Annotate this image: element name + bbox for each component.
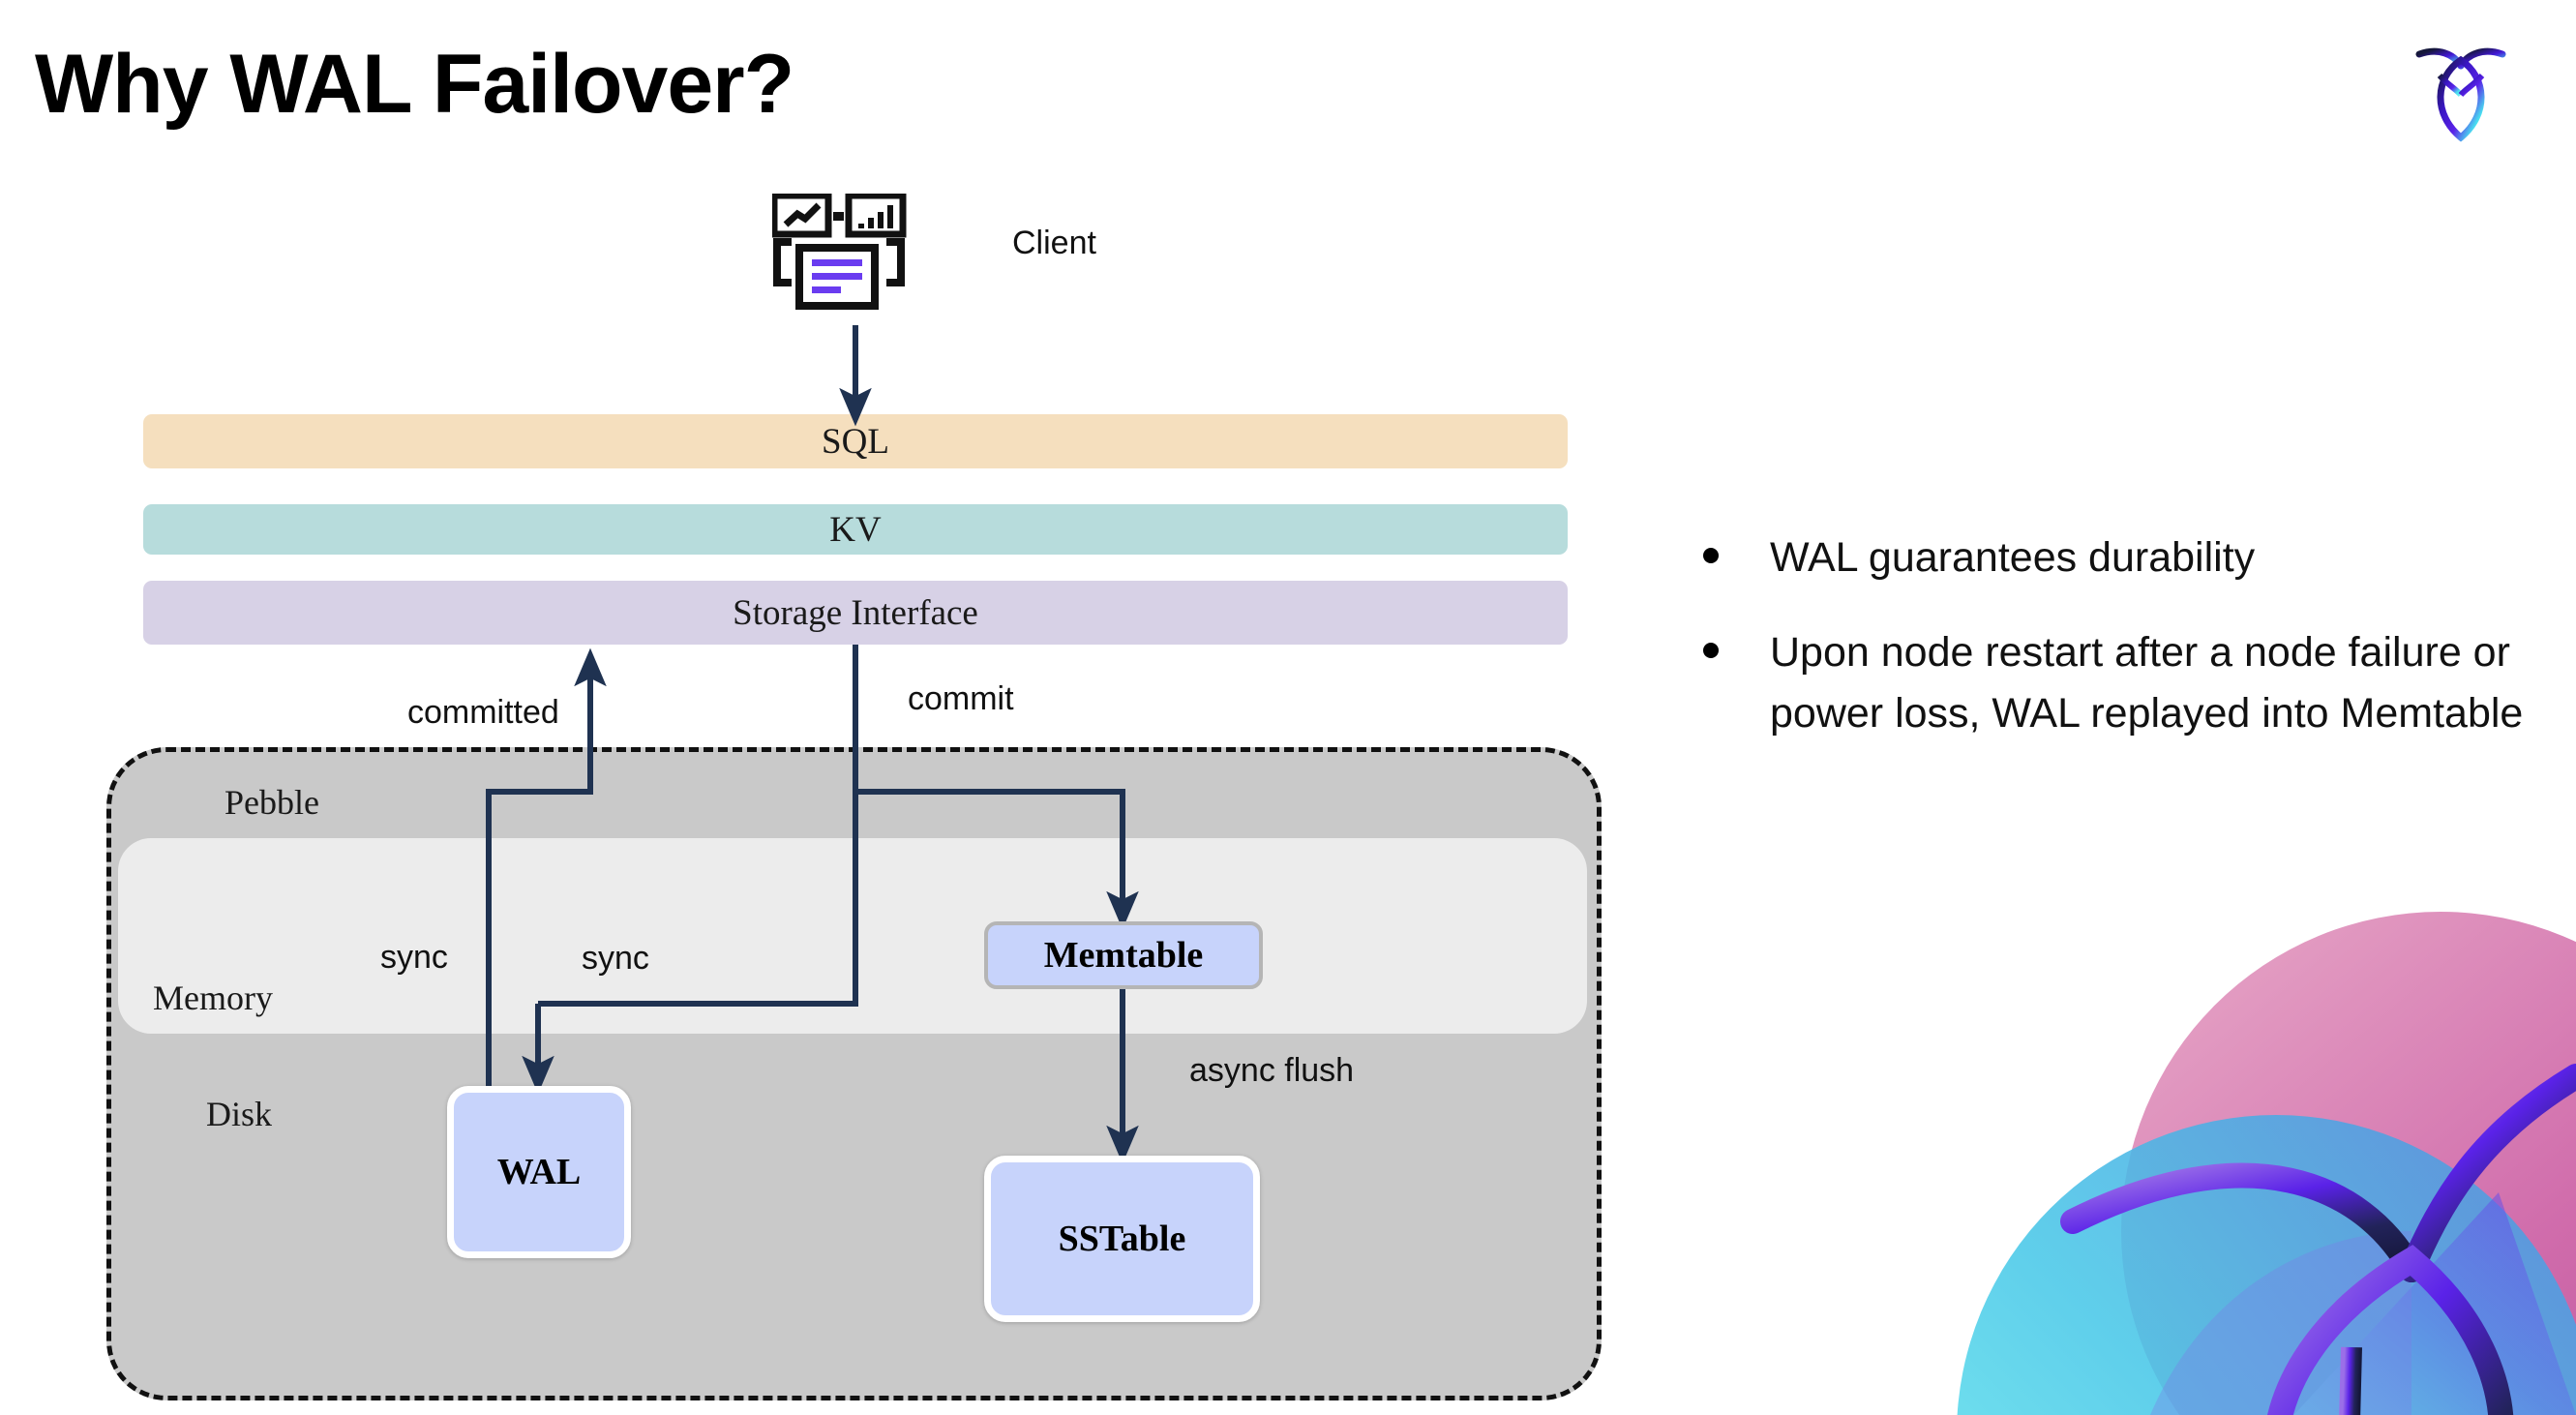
connector-label-sync-return: sync	[380, 939, 448, 976]
connector-label-sync-wal: sync	[582, 940, 649, 977]
disk-label: Disk	[206, 1095, 273, 1133]
node-wal: WAL	[447, 1086, 631, 1258]
bullet-text: Upon node restart after a node failure o…	[1770, 629, 2524, 737]
page-title: Why WAL Failover?	[35, 38, 794, 131]
client-dashboard-icon	[770, 192, 927, 324]
connector-label-committed: committed	[407, 694, 559, 731]
node-sstable: SSTable	[984, 1156, 1260, 1322]
client-label: Client	[1012, 225, 1096, 261]
bullet-list: WAL guarantees durability Upon node rest…	[1703, 527, 2535, 778]
bullet-dot-icon	[1703, 643, 1719, 659]
list-item: WAL guarantees durability	[1703, 527, 2535, 587]
connector-label-async-flush: async flush	[1189, 1052, 1355, 1089]
pebble-label: Pebble	[225, 783, 319, 822]
connector-label-commit: commit	[908, 680, 1014, 717]
memory-region	[118, 838, 1587, 1034]
list-item: Upon node restart after a node failure o…	[1703, 622, 2535, 743]
cockroach-labs-logo-icon	[2408, 31, 2514, 143]
bullet-dot-icon	[1703, 548, 1719, 563]
bullet-text: WAL guarantees durability	[1770, 534, 2256, 581]
stack-layer-sql: SQL	[143, 414, 1568, 468]
decorative-logo-graphic	[1957, 912, 2576, 1415]
stack-layer-storage-interface: Storage Interface	[143, 581, 1568, 645]
stack-layer-kv: KV	[143, 504, 1568, 555]
memory-label: Memory	[153, 978, 273, 1017]
node-memtable: Memtable	[984, 921, 1263, 989]
